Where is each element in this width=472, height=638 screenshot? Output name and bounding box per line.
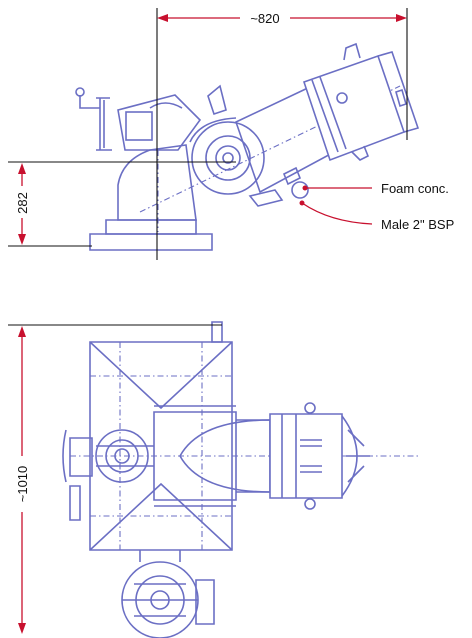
nozzle-lug [351,145,370,161]
callout-foam: Foam conc. [302,181,449,196]
nozzle-tip [377,51,420,133]
nozzle-port [336,92,348,104]
dim-length-label: ~1010 [15,466,30,503]
center-flanges [154,405,236,507]
corner-post [211,321,223,343]
dim-width-label: ~820 [250,11,279,26]
outlet-pipe [236,419,270,493]
nozzle-ring [311,76,347,153]
nozzle-handle [343,42,361,61]
lower-gearbox-bars [122,583,198,617]
base-flange [105,219,197,235]
barrel-centerline [139,85,401,213]
dim-height-label: 282 [15,192,30,214]
swivel-plan-inner [114,448,130,464]
callout-bsp-label: Male 2" BSP [381,217,454,232]
plan-nozzle-vanes [346,429,370,483]
nozzle-body [302,54,406,162]
lock-lever [207,84,227,116]
plan-nozzle-rings [281,414,297,498]
handwheel-crank [96,97,112,151]
pedestal [117,144,197,221]
frame-hidden-lines [90,342,232,550]
callout-bsp-leader [301,202,373,225]
crank-handle [79,95,100,109]
callout-bsp: Male 2" BSP [299,200,454,232]
plan-view [62,321,420,638]
joint-cover [189,117,237,143]
base-plate [89,233,213,251]
callout-foam-label: Foam conc. [381,181,449,196]
swivel-joint-outer [191,121,265,195]
lower-gearbox-mount [139,550,181,562]
callout-foam-dot [302,185,308,191]
barrel-clamp [248,189,284,207]
arrowhead-bottom [18,234,26,245]
swivel-joint-hub [222,152,234,164]
plan-nozzle-knob-top [304,402,316,414]
gearbox-housing [117,94,202,151]
gearbox-block [125,111,153,141]
swivel-shaft [96,445,154,467]
arrowhead-length-bottom [18,623,26,634]
swivel-plan-outer [95,429,149,483]
dimension-height: 282 [8,161,236,247]
side-elevation-view [75,42,420,251]
swivel-joint-inner [215,145,241,171]
swivel-housing [69,437,93,477]
swivel-plan-mid [105,439,139,473]
dimension-length: ~1010 [8,324,222,634]
brace-bottom [89,482,233,551]
plan-nozzle-knob-bottom [304,498,316,510]
arrowhead-top [18,163,26,174]
arrowhead-length-top [18,326,26,337]
lower-gearbox-bracket [195,579,215,625]
crank-knob [75,87,85,97]
brace-top [89,341,233,410]
arrowhead-right [396,14,407,22]
plan-handwheel [69,485,81,521]
foam-inlet-pipe [282,166,302,186]
nozzle-stud [395,88,407,108]
arrowhead-left [157,14,168,22]
plan-nozzle-handles [300,439,322,473]
swivel-joint-mid [205,135,251,181]
swivel-cap [62,429,67,483]
center-body [153,411,237,501]
foam-inlet-coupling [291,181,309,199]
gear-arc [149,102,183,109]
callout-bsp-dot [299,200,305,206]
plan-nozzle-body [269,413,343,499]
dimension-width: ~820 [156,8,408,260]
